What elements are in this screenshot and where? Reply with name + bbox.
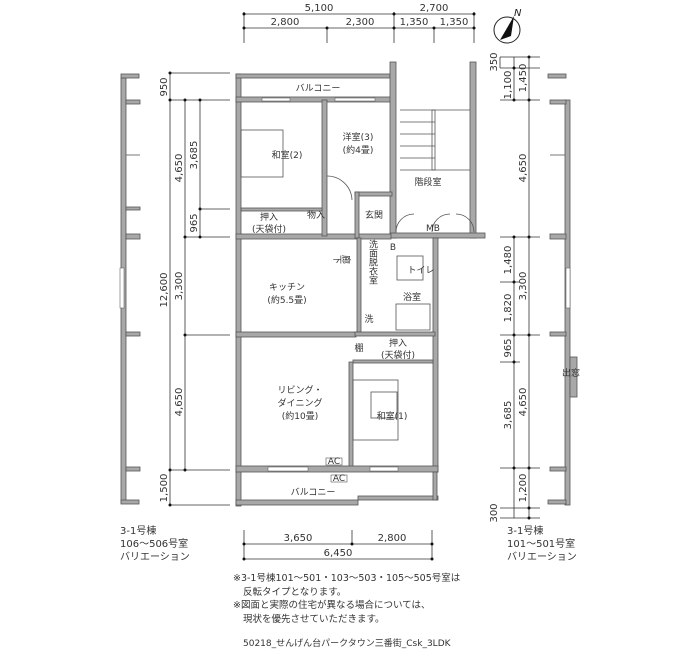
left-variation-label: 3-1号棟 106〜506号室 バリエーション xyxy=(120,525,190,564)
label-closet-1-sub: (天袋付) xyxy=(252,223,286,235)
label-yoshitsu-3-size: (約4畳) xyxy=(343,144,374,156)
note-1-cont: 反転タイプとなります。 xyxy=(243,586,347,598)
dim-top-1350b: 1,350 xyxy=(440,17,469,28)
dim-right-4650a: 4,650 xyxy=(518,154,529,183)
room-labels: バルコニー 和室(2) 洋室(3) (約4畳) 階段室 玄関 押入 (天袋付) … xyxy=(252,83,442,498)
label-living-size: (約10畳) xyxy=(282,410,318,422)
right-variation-label: 3-1号棟 101〜501号室 バリエーション xyxy=(507,525,577,564)
label-balcony-bottom: バルコニー xyxy=(291,487,336,498)
left-rooms: 106〜506号室 xyxy=(120,539,189,550)
note-2-cont: 現状を優先させていただきます。 xyxy=(243,613,385,625)
label-kitchen: キッチン xyxy=(269,282,305,293)
dim-left-965: 965 xyxy=(189,213,200,232)
dim-bottom-6450: 6,450 xyxy=(324,548,353,559)
right-dimensions: 350 1,100 1,450 4,650 3,300 4,650 1,480 … xyxy=(489,52,540,523)
left-variation-plan xyxy=(119,73,141,505)
label-washer: 洗 xyxy=(364,313,373,325)
notes: ※3-1号棟101〜501・103〜503・105〜505号室は 反転タイプとな… xyxy=(233,572,460,626)
label-stairwell: 階段室 xyxy=(414,176,441,188)
dim-top-2700: 2,700 xyxy=(420,3,449,14)
dim-top-2800: 2,800 xyxy=(271,17,300,28)
dim-right-1200: 1,200 xyxy=(518,474,529,503)
label-toilet: トイレ xyxy=(407,266,434,276)
label-washitsu-2: 和室(2) xyxy=(272,149,303,161)
dim-right-1820: 1,820 xyxy=(503,294,514,323)
dim-right-965: 965 xyxy=(503,338,514,357)
main-unit-walls xyxy=(235,61,486,507)
label-entrance: 玄関 xyxy=(365,209,383,221)
label-closet-2-sub: (天袋付) xyxy=(381,349,415,361)
label-yoshitsu-3: 洋室(3) xyxy=(343,131,374,143)
dim-left-950: 950 xyxy=(159,77,170,96)
label-ac-2: AC xyxy=(333,474,345,484)
dim-bottom-2800: 2,800 xyxy=(378,533,407,544)
right-variation-plan: 出窓 xyxy=(547,73,580,506)
label-ac-1: AC xyxy=(328,457,340,467)
dim-right-350: 350 xyxy=(489,52,500,71)
dim-right-3685: 3,685 xyxy=(503,401,514,430)
dim-top-1350a: 1,350 xyxy=(400,17,429,28)
dim-right-4650b: 4,650 xyxy=(518,388,529,417)
label-bath: 浴室 xyxy=(403,291,421,303)
label-washroom: 洗面脱衣室 xyxy=(367,238,378,284)
left-building: 3-1号棟 xyxy=(120,526,157,537)
note-2: ※図面と実際の住宅が異なる場合については、 xyxy=(233,600,431,611)
dim-right-1480: 1,480 xyxy=(503,246,514,275)
label-washitsu-1: 和室(1) xyxy=(377,410,408,422)
dim-bottom-3650: 3,650 xyxy=(284,533,313,544)
dim-left-4650b: 4,650 xyxy=(174,388,185,417)
label-kitchen-size: (約5.5畳) xyxy=(267,294,306,306)
right-rooms: 101〜501号室 xyxy=(507,539,576,550)
dim-left-3300: 3,300 xyxy=(174,272,185,301)
footer-caption: 50218_せんげん台パークタウン三番街_Csk_3LDK xyxy=(243,639,451,649)
label-closet-1: 押入 xyxy=(260,211,278,223)
compass-north-label: N xyxy=(514,8,522,19)
dim-right-300: 300 xyxy=(489,503,500,522)
label-balcony-top: バルコニー xyxy=(296,83,341,94)
label-shelf: 棚 xyxy=(354,342,363,354)
top-dimensions: 5,100 2,700 2,800 2,300 1,350 1,350 xyxy=(242,3,476,43)
label-b: B xyxy=(390,243,396,253)
north-compass-icon: N xyxy=(493,8,522,44)
dim-left-4650a: 4,650 xyxy=(174,154,185,183)
note-1: ※3-1号棟101〜501・103〜503・105〜505号室は xyxy=(233,573,461,584)
right-variation: バリエーション xyxy=(507,552,577,563)
dim-left-1500: 1,500 xyxy=(159,474,170,503)
label-mb: MB xyxy=(426,224,440,234)
right-building: 3-1号棟 xyxy=(507,526,544,537)
label-closet-2: 押入 xyxy=(389,337,407,349)
dim-left-12600: 12,600 xyxy=(159,273,170,308)
left-variation: バリエーション xyxy=(120,552,190,563)
dim-right-3300: 3,300 xyxy=(518,272,529,301)
label-bay-window: 出窓 xyxy=(562,367,580,379)
dim-top-2300: 2,300 xyxy=(346,17,375,28)
bottom-dimensions: 3,650 2,800 6,450 xyxy=(242,530,434,561)
dim-top-5100: 5,100 xyxy=(305,3,334,14)
dim-right-1450: 1,450 xyxy=(518,64,529,93)
label-hallway: 廊下 xyxy=(332,253,352,264)
dim-right-1100: 1,100 xyxy=(503,71,514,100)
left-dimensions: 950 12,600 1,500 4,650 3,300 4,650 3,685… xyxy=(159,71,230,507)
label-living-1: リビング・ xyxy=(277,384,322,396)
label-storage: 物入 xyxy=(307,209,325,221)
label-living-2: ダイニング xyxy=(277,397,322,409)
dim-left-3685: 3,685 xyxy=(189,141,200,170)
